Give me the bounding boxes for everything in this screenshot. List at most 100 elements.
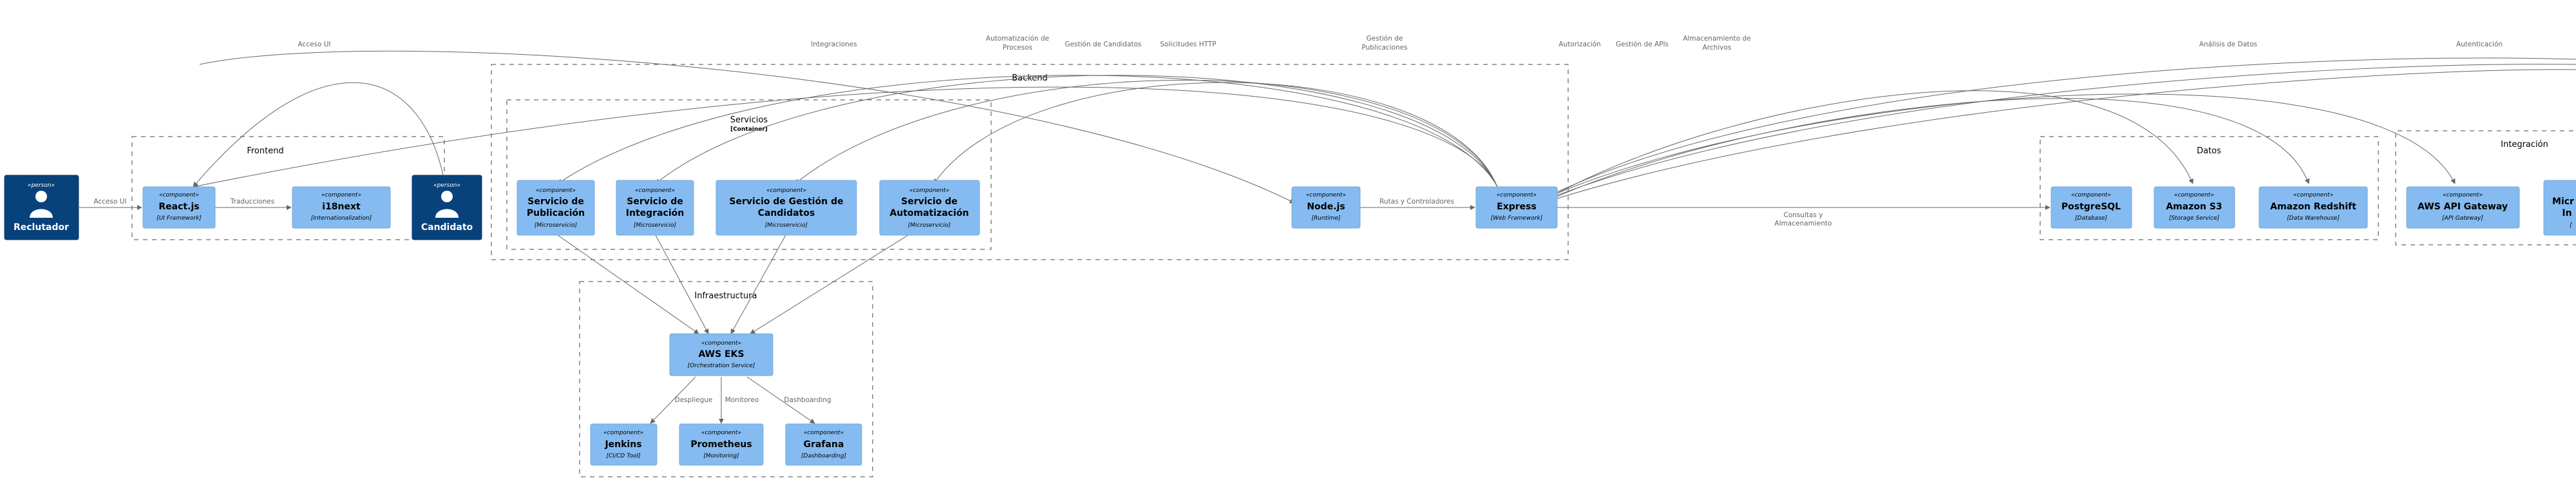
- postgres-name: PostgreSQL: [2061, 202, 2121, 212]
- integracion-name-line2: Integración: [626, 208, 684, 218]
- prometheus-technology: [Monitoring]: [703, 453, 739, 459]
- edge-express-offscreen-2: [1557, 64, 2576, 196]
- component-microservicio-partial[interactable]: Micr In [: [2543, 180, 2576, 236]
- automatizacion-name-line1: Servicio de: [901, 197, 958, 207]
- micro-technology: [: [2570, 222, 2572, 229]
- servicios-boundary-title: Servicios: [730, 115, 768, 125]
- eks-name: AWS EKS: [698, 349, 744, 360]
- edge-candidato-react: [193, 82, 444, 187]
- publicacion-name-line1: Servicio de: [527, 197, 584, 207]
- express-name: Express: [1497, 202, 1537, 212]
- jenkins-technology: [CI/CD Tool]: [607, 453, 641, 459]
- candidato-stereotype: «person»: [433, 182, 460, 189]
- react-technology: [UI Framework]: [156, 215, 202, 222]
- label-almacenamiento-1: Almacenamiento de: [1683, 35, 1750, 43]
- label-monitoreo: Monitoreo: [725, 396, 759, 404]
- servicios-boundary: Servicios [Container]: [506, 99, 992, 250]
- component-prometheus[interactable]: «component» Prometheus [Monitoring]: [679, 423, 764, 466]
- infraestructura-boundary: Infraestructura: [579, 281, 873, 477]
- component-jenkins[interactable]: «component» Jenkins [CI/CD Tool]: [590, 423, 658, 466]
- component-servicio-publicacion[interactable]: «component» Servicio de Publicación [Mic…: [516, 180, 595, 236]
- label-gestion-apis: Gestión de APIs: [1616, 41, 1669, 48]
- label-integraciones: Integraciones: [811, 41, 857, 48]
- react-stereotype: «component»: [159, 192, 199, 198]
- frontend-boundary-title: Frontend: [247, 146, 283, 156]
- express-stereotype: «component»: [1497, 192, 1537, 198]
- label-acceso-ui-left: Acceso UI: [93, 198, 126, 206]
- component-i18next[interactable]: «component» i18next [Internationalizatio…: [292, 186, 391, 229]
- express-technology: [Web Framework]: [1491, 215, 1543, 222]
- component-amazon-s3[interactable]: «component» Amazon S3 [Storage Service]: [2154, 186, 2235, 229]
- gestion-name-line2: Candidatos: [758, 208, 815, 218]
- integracion-boundary: Integración: [2395, 130, 2576, 245]
- apigw-stereotype: «component»: [2443, 192, 2483, 198]
- automatizacion-name-line2: Automatización: [890, 208, 969, 218]
- postgres-stereotype: «component»: [2071, 192, 2111, 198]
- infraestructura-boundary-title: Infraestructura: [694, 291, 757, 301]
- datos-boundary: Datos: [2040, 136, 2379, 240]
- grafana-stereotype: «component»: [804, 430, 844, 436]
- edge-express-react: [193, 86, 1498, 189]
- integracion-stereotype: «component»: [635, 187, 675, 194]
- nodejs-name: Node.js: [1307, 202, 1345, 212]
- eks-stereotype: «component»: [701, 340, 741, 347]
- person-icon: [435, 191, 459, 218]
- jenkins-stereotype: «component»: [603, 430, 643, 436]
- person-reclutador[interactable]: «person» Reclutador: [4, 175, 79, 240]
- label-automatizacion-1: Automatización de: [986, 35, 1049, 43]
- component-servicio-automatizacion[interactable]: «component» Servicio de Automatización […: [879, 180, 980, 236]
- prometheus-stereotype: «component»: [701, 430, 741, 436]
- edge-express-redshift: [1557, 98, 2310, 197]
- candidato-name: Candidato: [421, 222, 473, 233]
- label-autorizacion: Autorización: [1558, 41, 1600, 48]
- s3-name: Amazon S3: [2166, 202, 2222, 212]
- edge-express-offscreen-3: [1557, 69, 2576, 199]
- edge-express-offscreen-1: [1557, 57, 2576, 193]
- micro-name-line1: Micr: [2552, 197, 2574, 207]
- component-express[interactable]: «component» Express [Web Framework]: [1475, 186, 1558, 229]
- edge-express-publicacion: [557, 75, 1498, 187]
- react-name: React.js: [158, 202, 199, 212]
- label-solicitudes-http: Solicitudes HTTP: [1160, 41, 1216, 48]
- s3-technology: [Storage Service]: [2169, 215, 2220, 222]
- component-react[interactable]: «component» React.js [UI Framework]: [142, 186, 216, 229]
- edge-publicacion-eks: [557, 235, 699, 334]
- publicacion-name-line2: Publicación: [527, 208, 585, 218]
- person-icon: [30, 191, 53, 218]
- apigw-technology: [API Gateway]: [2442, 215, 2483, 222]
- component-amazon-redshift[interactable]: «component» Amazon Redshift [Data Wareho…: [2259, 186, 2368, 229]
- label-consultas-1: Consultas y: [1783, 211, 1823, 219]
- edge-gestion-eks: [730, 235, 786, 334]
- label-autenticacion: Autenticación: [2456, 41, 2503, 48]
- component-servicio-gestion-candidatos[interactable]: «component» Servicio de Gestión de Candi…: [715, 180, 857, 236]
- reclutador-name: Reclutador: [14, 222, 69, 233]
- label-dashboarding: Dashboarding: [784, 396, 831, 404]
- i18next-name: i18next: [322, 202, 361, 212]
- reclutador-stereotype: «person»: [28, 182, 55, 189]
- component-servicio-integracion[interactable]: «component» Servicio de Integración [Mic…: [616, 180, 694, 236]
- label-consultas-2: Almacenamiento: [1775, 220, 1832, 227]
- edge-express-automatizacion: [933, 82, 1498, 187]
- component-aws-api-gateway[interactable]: «component» AWS API Gateway [API Gateway…: [2406, 186, 2520, 229]
- gestion-stereotype: «component»: [766, 187, 806, 194]
- component-aws-eks[interactable]: «component» AWS EKS [Orchestration Servi…: [669, 333, 773, 376]
- grafana-technology: [Dashboarding]: [801, 453, 846, 459]
- jenkins-name: Jenkins: [604, 439, 641, 450]
- label-despliegue: Despliegue: [675, 396, 713, 404]
- i18next-stereotype: «component»: [321, 192, 361, 198]
- micro-name-line2: In: [2562, 208, 2571, 218]
- label-analisis-datos: Análisis de Datos: [2199, 41, 2257, 48]
- postgres-technology: [Database]: [2075, 215, 2107, 222]
- label-gestion-publicaciones-1: Gestión de: [1367, 35, 1403, 43]
- publicacion-technology: [Microservicio]: [535, 222, 578, 229]
- edge-automatizacion-eks: [750, 235, 909, 334]
- component-nodejs[interactable]: «component» Node.js [Runtime]: [1291, 186, 1361, 229]
- component-postgresql[interactable]: «component» PostgreSQL [Database]: [2050, 186, 2132, 229]
- s3-stereotype: «component»: [2174, 192, 2214, 198]
- component-grafana[interactable]: «component» Grafana [Dashboarding]: [785, 423, 862, 466]
- person-candidato[interactable]: «person» Candidato: [412, 175, 482, 240]
- label-gestion-candidatos: Gestión de Candidatos: [1065, 41, 1141, 48]
- gestion-technology: [Microservicio]: [765, 222, 808, 229]
- label-traducciones: Traducciones: [230, 198, 274, 206]
